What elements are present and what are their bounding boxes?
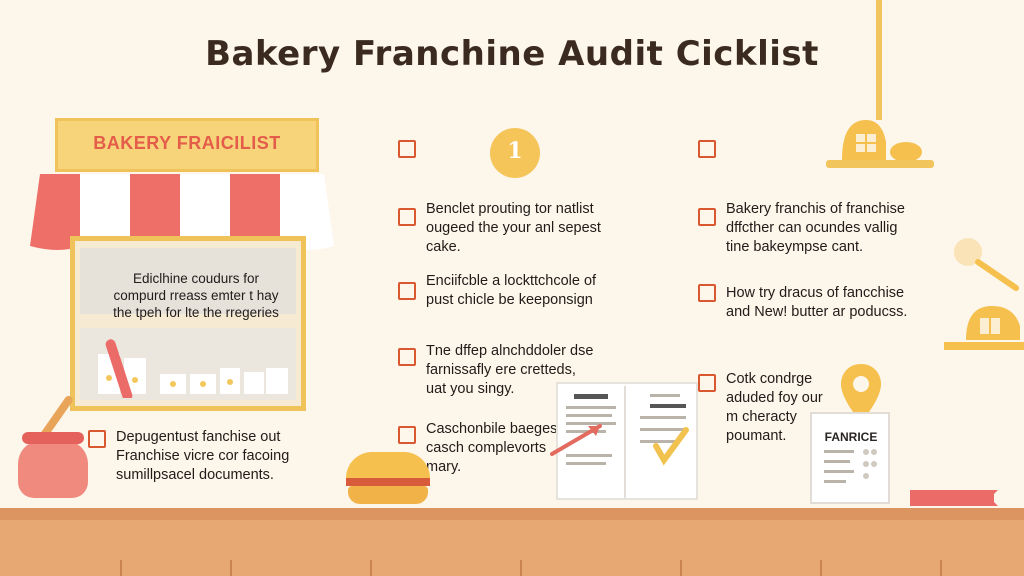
counter-panel-divider bbox=[820, 560, 822, 576]
list-item: Enciifcble a lockttchcole of pust chicle… bbox=[426, 273, 597, 308]
checkbox-icon[interactable] bbox=[398, 282, 416, 300]
list-item: Benclet prouting tor natlist ougeed the … bbox=[426, 201, 601, 255]
checkbox-icon[interactable] bbox=[698, 208, 716, 226]
counter-edge bbox=[0, 508, 1024, 520]
document-lines-icon bbox=[824, 449, 877, 483]
ribbon-tail-icon bbox=[986, 490, 998, 506]
list-item: Tne dffep alnchddoler dse farnissafly er… bbox=[426, 343, 594, 397]
shop-sign-label: BAKERY FRAICILIST bbox=[93, 133, 281, 153]
counter-panel-divider bbox=[940, 560, 942, 576]
lamp-base bbox=[826, 160, 934, 168]
page-title: Bakery Franchine Audit Cicklist bbox=[205, 34, 819, 74]
counter-panel-divider bbox=[520, 560, 522, 576]
lamp-shade-icon bbox=[842, 120, 922, 162]
awning-icon bbox=[30, 174, 334, 250]
bread-filling bbox=[346, 478, 430, 486]
counter-panel-divider bbox=[120, 560, 122, 576]
counter-panel-divider bbox=[370, 560, 372, 576]
number-badge-icon bbox=[490, 128, 540, 178]
document-icon bbox=[810, 412, 890, 504]
checkbox-icon[interactable] bbox=[398, 208, 416, 226]
document-lines-icon bbox=[550, 386, 689, 498]
number-badge-label: 1 bbox=[507, 138, 523, 164]
bread-top bbox=[346, 452, 430, 482]
checkbox-icon[interactable] bbox=[398, 140, 416, 158]
list-item: How try dracus of fancchise and New! but… bbox=[726, 285, 908, 320]
checkbox-icon[interactable] bbox=[398, 348, 416, 366]
counter-panel-divider bbox=[680, 560, 682, 576]
checkbox-icon[interactable] bbox=[698, 284, 716, 302]
list-item: Bakery franchis of franchise dffcther ca… bbox=[726, 201, 905, 255]
list-item: Caschonbile baeges, casch complevorts ma… bbox=[426, 421, 562, 475]
shop-sign bbox=[55, 118, 319, 172]
jar bbox=[18, 440, 88, 498]
checkbox-icon[interactable] bbox=[398, 426, 416, 444]
checkbox-icon[interactable] bbox=[698, 374, 716, 392]
counter-panel-divider bbox=[230, 560, 232, 576]
ribbon-decoration bbox=[910, 490, 994, 506]
checkbox-icon[interactable] bbox=[698, 140, 716, 158]
jar-lid bbox=[22, 432, 84, 444]
shop-window-text: Ediclhine coudurs for compurd rreass emt… bbox=[113, 271, 279, 320]
shop-window bbox=[80, 248, 296, 314]
lamp-cord bbox=[876, 0, 882, 120]
bread-bottom bbox=[348, 486, 428, 504]
checkbox-icon[interactable] bbox=[88, 430, 106, 448]
document-card-label: FANRICE bbox=[824, 430, 878, 444]
map-pin-icon bbox=[841, 364, 881, 422]
list-item: Depugentust fanchise out Franchise vicre… bbox=[116, 429, 290, 483]
pastry-boxes-icon bbox=[98, 339, 288, 398]
list-item: Cotk condrge aduded foy our m cheracty p… bbox=[726, 371, 823, 444]
wall-lamp-icon bbox=[944, 238, 1024, 350]
